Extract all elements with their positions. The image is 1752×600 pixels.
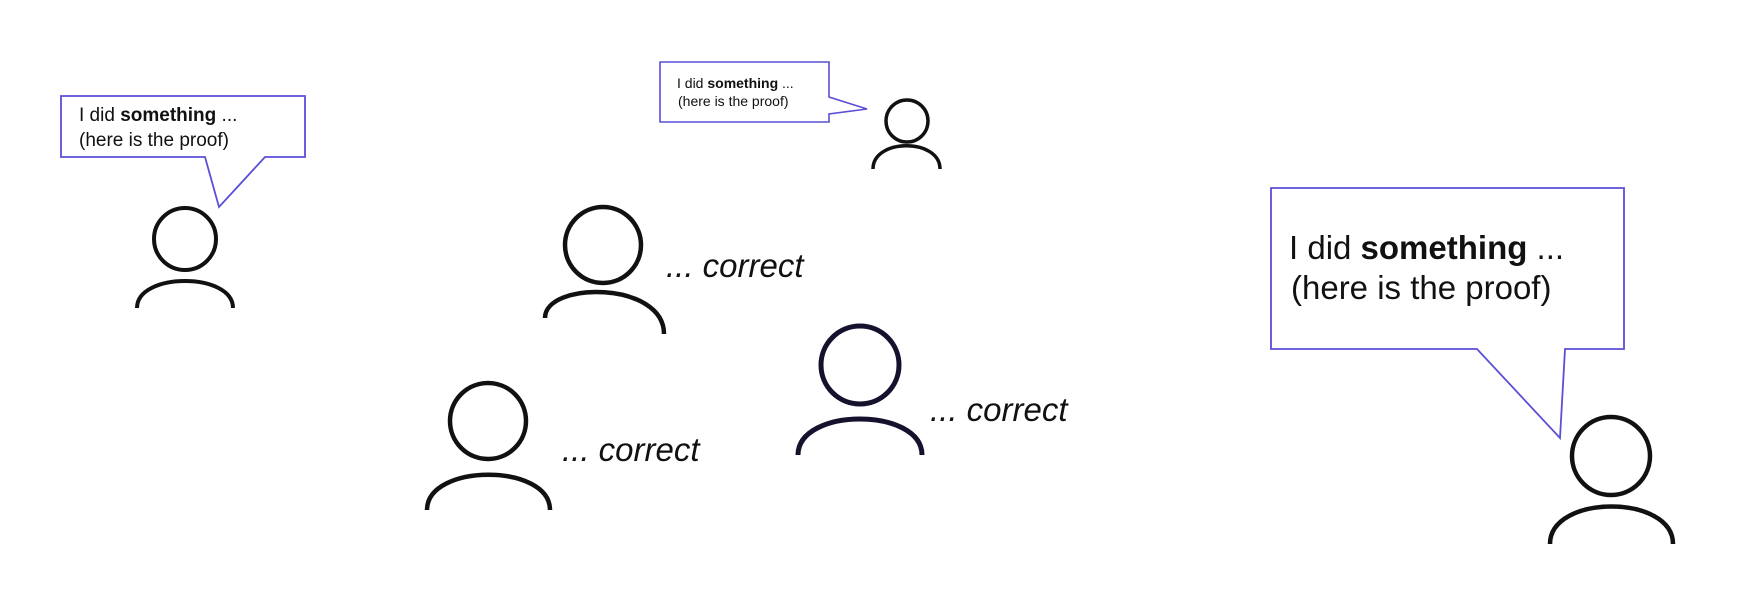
person-icon xyxy=(135,206,235,309)
person-icon xyxy=(424,380,553,511)
verifier-3: ... correct xyxy=(795,323,1069,456)
person-icon xyxy=(871,98,942,170)
prover-left: I did something ... (here is the proof) xyxy=(60,95,306,309)
speech-bubble-top-line1: I did something ... xyxy=(677,75,794,91)
person-icon xyxy=(1547,414,1676,545)
speech-bubble-right xyxy=(1270,187,1625,441)
speech-bubble-top xyxy=(659,61,868,123)
speech-bubble-right-line1: I did something ... xyxy=(1289,229,1564,266)
speech-bubble-left-line1: I did something ... xyxy=(79,105,237,126)
speech-bubble-left-line2: (here is the proof) xyxy=(79,130,229,151)
verifier-1: ... correct xyxy=(542,204,805,335)
verifier-reply-2: ... correct xyxy=(562,431,701,468)
prover-top: I did something ... (here is the proof) xyxy=(659,61,942,170)
prover-right: I did something ... (here is the proof) xyxy=(1270,187,1676,545)
speech-bubble-top-line2: (here is the proof) xyxy=(678,93,789,109)
person-icon xyxy=(542,204,667,335)
person-icon xyxy=(795,323,925,456)
speech-bubble-left xyxy=(60,95,306,209)
speech-bubble-right-line2: (here is the proof) xyxy=(1291,269,1551,306)
verifier-reply-3: ... correct xyxy=(930,391,1069,428)
verifier-2: ... correct xyxy=(424,380,701,511)
verifier-reply-1: ... correct xyxy=(666,247,805,284)
